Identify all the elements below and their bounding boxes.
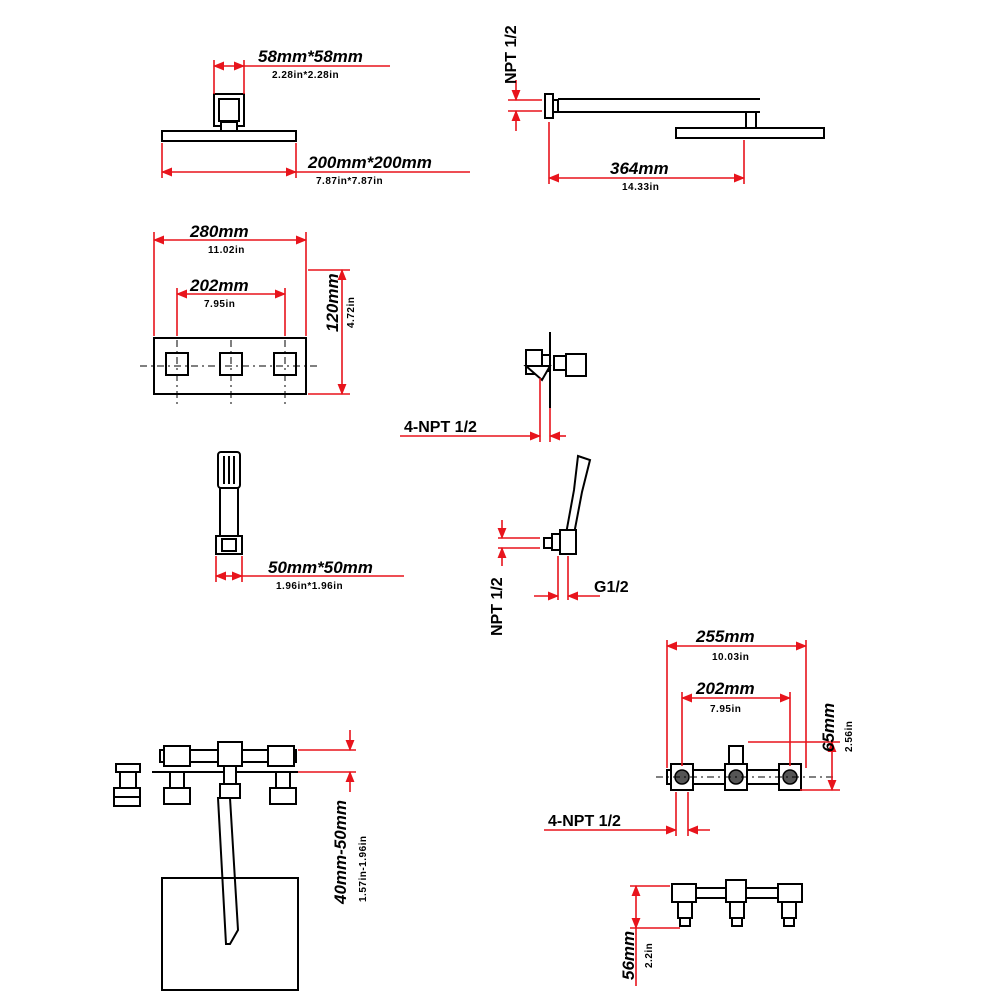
dim-holder-thread: NPT 1/2	[489, 520, 540, 636]
dim-body-depth-secondary: 2.2in	[644, 943, 655, 968]
dim-handshower-size: 50mm*50mm 1.96in*1.96in	[214, 556, 404, 592]
dim-body-spacing-primary: 202mm	[695, 679, 755, 698]
dim-arm-thread-primary: NPT 1/2	[503, 25, 520, 84]
dim-plate-height: 120mm 4.72in	[308, 268, 357, 396]
dim-holder-thread-primary: NPT 1/2	[489, 577, 506, 636]
dim-spout-range-primary: 40mm-50mm	[331, 800, 350, 905]
dim-body-depth: 56mm 2.2in	[619, 884, 680, 986]
dim-spout-range-secondary: 1.57in-1.96in	[358, 835, 369, 902]
hand-shower-holder	[543, 454, 592, 555]
dim-rain-head-side: 58mm*58mm 2.28in*2.28in	[212, 47, 390, 94]
dim-spout-range: 40mm-50mm 1.57in-1.96in	[298, 730, 369, 905]
dim-body-thread: 4-NPT 1/2	[544, 792, 710, 836]
dim-plate-spacing-primary: 202mm	[189, 276, 249, 295]
dim-valve-thread-primary: 4-NPT 1/2	[404, 419, 477, 436]
dim-rain-head-side-primary: 58mm*58mm	[258, 47, 363, 66]
dim-body-width: 255mm 10.03in	[665, 627, 808, 768]
dim-handshower-size-secondary: 1.96in*1.96in	[276, 581, 343, 592]
valve-side-view	[523, 332, 587, 408]
valve-trim-plate	[140, 337, 320, 404]
dim-arm-length: 364mm 14.33in	[547, 122, 746, 193]
dim-valve-thread: 4-NPT 1/2	[400, 378, 566, 442]
dim-plate-width-primary: 280mm	[189, 222, 249, 241]
dim-arm-length-secondary: 14.33in	[622, 182, 659, 193]
dim-body-depth-primary: 56mm	[619, 931, 638, 980]
dim-arm-length-primary: 364mm	[610, 159, 669, 178]
dim-plate-spacing-secondary: 7.95in	[204, 299, 235, 310]
dim-body-spacing-secondary: 7.95in	[710, 704, 741, 715]
dim-rain-head-side-secondary: 2.28in*2.28in	[272, 70, 339, 81]
dim-body-height: 65mm 2.56in	[748, 703, 855, 792]
dim-body-thread-primary: 4-NPT 1/2	[548, 813, 621, 830]
dim-holder-hose-primary: G1/2	[594, 579, 629, 596]
shower-arm-side-view	[544, 93, 825, 139]
dim-rain-head-width-secondary: 7.87in*7.87in	[316, 176, 383, 187]
dim-plate-width: 280mm 11.02in	[152, 222, 308, 336]
dim-plate-height-secondary: 4.72in	[346, 297, 357, 328]
dim-body-spacing: 202mm 7.95in	[680, 679, 792, 766]
dim-body-width-primary: 255mm	[695, 627, 755, 646]
dim-plate-height-primary: 120mm	[323, 273, 342, 332]
installed-tub-filler	[113, 741, 299, 991]
dim-body-height-primary: 65mm	[819, 703, 838, 752]
valve-body-front-view	[671, 879, 803, 927]
dim-plate-spacing: 202mm 7.95in	[175, 276, 287, 336]
dim-body-height-secondary: 2.56in	[844, 721, 855, 752]
rain-shower-head-front-view	[161, 93, 297, 142]
dim-arm-thread: NPT 1/2	[503, 25, 542, 131]
dim-rain-head-width-primary: 200mm*200mm	[307, 153, 432, 172]
dim-body-width-secondary: 10.03in	[712, 652, 749, 663]
hand-shower	[215, 451, 243, 555]
dim-plate-width-secondary: 11.02in	[208, 245, 245, 256]
valve-body-top-view	[656, 745, 836, 791]
dim-rain-head-width: 200mm*200mm 7.87in*7.87in	[160, 143, 470, 187]
dim-holder-hose: G1/2	[534, 556, 629, 601]
dim-handshower-size-primary: 50mm*50mm	[268, 558, 373, 577]
